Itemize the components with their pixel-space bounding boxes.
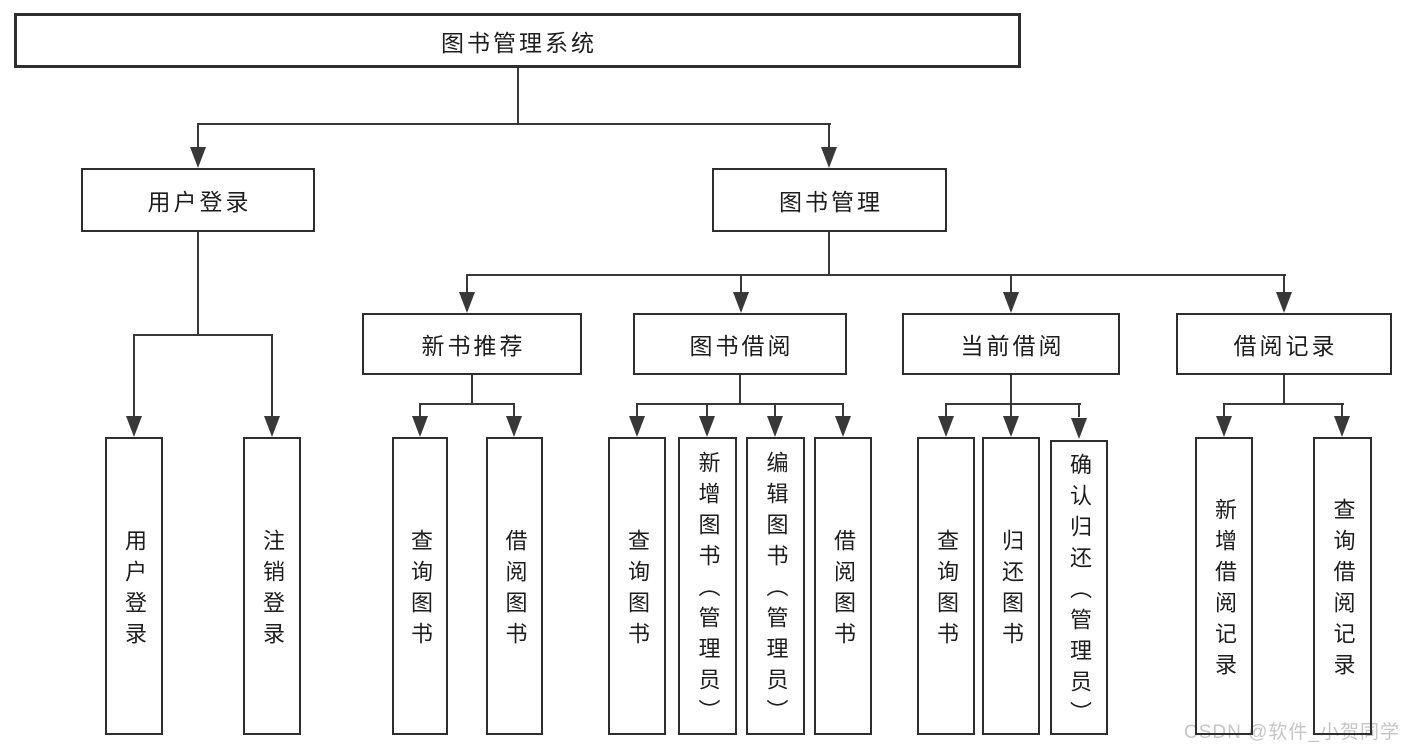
- node-root-library-system: 图书管理系统: [14, 13, 1021, 68]
- arrow-down-icon: [821, 147, 837, 168]
- leaf-newbook-query-books: 查询图书: [392, 437, 448, 735]
- edge-drop-rec-add: [1223, 405, 1225, 417]
- arrow-down-icon: [126, 416, 142, 437]
- edge-drop-rec-query: [1341, 405, 1343, 417]
- node-label: 新增借阅记录: [1212, 497, 1237, 684]
- edge-drop-user: [197, 125, 199, 149]
- arrow-down-icon: [459, 292, 475, 313]
- edge-record-rail: [1223, 403, 1344, 405]
- node-label: 借阅图书: [831, 528, 856, 653]
- edge-drop-current: [1010, 276, 1012, 293]
- edge-root-rail: [197, 123, 831, 125]
- node-label: 新增图书（管理员）: [695, 451, 721, 730]
- node-label: 当前借阅: [960, 333, 1065, 359]
- edge-current-trunk: [1010, 375, 1012, 403]
- arrow-down-icon: [412, 416, 428, 437]
- edge-user-rail: [133, 334, 273, 336]
- arrow-down-icon: [1071, 418, 1087, 439]
- node-label: 借阅图书: [502, 528, 528, 653]
- edge-drop-new-borrow: [513, 405, 515, 417]
- arrow-down-icon: [1334, 416, 1350, 437]
- node-label: 借阅记录: [1233, 333, 1338, 359]
- arrow-down-icon: [938, 416, 954, 437]
- arrow-down-icon: [699, 416, 715, 437]
- edge-book-trunk: [828, 232, 830, 274]
- arrow-down-icon: [1276, 292, 1292, 313]
- leaf-newbook-borrow-books: 借阅图书: [486, 437, 543, 735]
- edge-drop-new: [466, 276, 468, 293]
- leaf-user-login: 用户登录: [105, 437, 163, 735]
- edge-borrow-rail: [636, 403, 844, 405]
- edge-drop-bb-query: [636, 405, 638, 417]
- node-label: 用户登录: [147, 189, 252, 215]
- node-current-borrowing: 当前借阅: [902, 313, 1120, 375]
- edge-user-trunk: [197, 232, 199, 336]
- leaf-current-confirm-return-admin: 确认归还（管理员）: [1050, 440, 1108, 735]
- edge-drop-cur-confirm: [1078, 405, 1080, 417]
- edge-borrow-trunk: [739, 375, 741, 403]
- leaf-user-logout: 注销登录: [243, 437, 301, 735]
- node-label: 图书借阅: [689, 333, 794, 359]
- node-label: 查询图书: [408, 528, 433, 653]
- node-label: 编辑图书（管理员）: [763, 451, 789, 730]
- node-label: 图书管理: [779, 189, 883, 215]
- leaf-borrowing-edit-books-admin: 编辑图书（管理员）: [746, 437, 805, 735]
- node-new-book-recommend: 新书推荐: [362, 313, 582, 375]
- leaf-records-query-record: 查询借阅记录: [1313, 437, 1372, 735]
- arrow-down-icon: [733, 292, 749, 313]
- node-label: 查询借阅记录: [1330, 497, 1356, 684]
- edge-book-rail: [466, 274, 1286, 276]
- arrow-down-icon: [264, 416, 280, 437]
- edge-record-trunk: [1283, 375, 1285, 403]
- csdn-watermark: CSDN @软件_小贺同学: [1184, 722, 1400, 743]
- node-book-management-module: 图书管理: [712, 168, 947, 232]
- arrow-down-icon: [767, 416, 783, 437]
- arrow-down-icon: [190, 147, 206, 168]
- arrow-down-icon: [629, 416, 645, 437]
- leaf-records-add-record: 新增借阅记录: [1195, 437, 1253, 735]
- node-label: 新书推荐: [421, 333, 526, 359]
- edge-current-rail: [945, 403, 1081, 405]
- edge-drop-borrow: [740, 276, 742, 293]
- node-label: 查询图书: [625, 528, 650, 653]
- arrow-down-icon: [835, 416, 851, 437]
- arrow-down-icon: [1216, 416, 1232, 437]
- node-label: 用户登录: [122, 528, 147, 653]
- node-label: 查询图书: [934, 528, 959, 653]
- edge-drop-book: [828, 125, 830, 149]
- leaf-borrowing-query-books: 查询图书: [608, 437, 666, 735]
- edge-drop-user-logout: [271, 336, 273, 416]
- edge-new-trunk: [471, 375, 473, 403]
- node-label: 图书管理系统: [441, 29, 597, 56]
- arrow-down-icon: [1003, 416, 1019, 437]
- arrow-down-icon: [1003, 292, 1019, 313]
- edge-drop-bb-edit: [774, 405, 776, 417]
- node-label: 注销登录: [260, 528, 285, 653]
- edge-drop-bb-add: [706, 405, 708, 417]
- edge-drop-record: [1283, 276, 1285, 293]
- leaf-borrowing-add-books-admin: 新增图书（管理员）: [678, 437, 737, 735]
- leaf-current-return-books: 归还图书: [982, 437, 1040, 735]
- edge-drop-cur-return: [1010, 405, 1012, 417]
- node-borrow-records: 借阅记录: [1176, 313, 1392, 375]
- leaf-current-query-books: 查询图书: [917, 437, 975, 735]
- edge-drop-cur-query: [945, 405, 947, 417]
- edge-root-trunk: [517, 68, 519, 125]
- leaf-borrowing-borrow-books: 借阅图书: [814, 437, 872, 735]
- node-label: 归还图书: [999, 528, 1024, 653]
- edge-drop-user-login: [133, 336, 135, 416]
- arrow-down-icon: [506, 416, 522, 437]
- edge-new-rail: [419, 403, 515, 405]
- node-book-borrowing: 图书借阅: [633, 313, 847, 375]
- edge-drop-bb-borrow: [842, 405, 844, 417]
- edge-drop-new-query: [419, 405, 421, 417]
- node-label: 确认归还（管理员）: [1067, 452, 1092, 732]
- node-user-login-module: 用户登录: [81, 168, 315, 232]
